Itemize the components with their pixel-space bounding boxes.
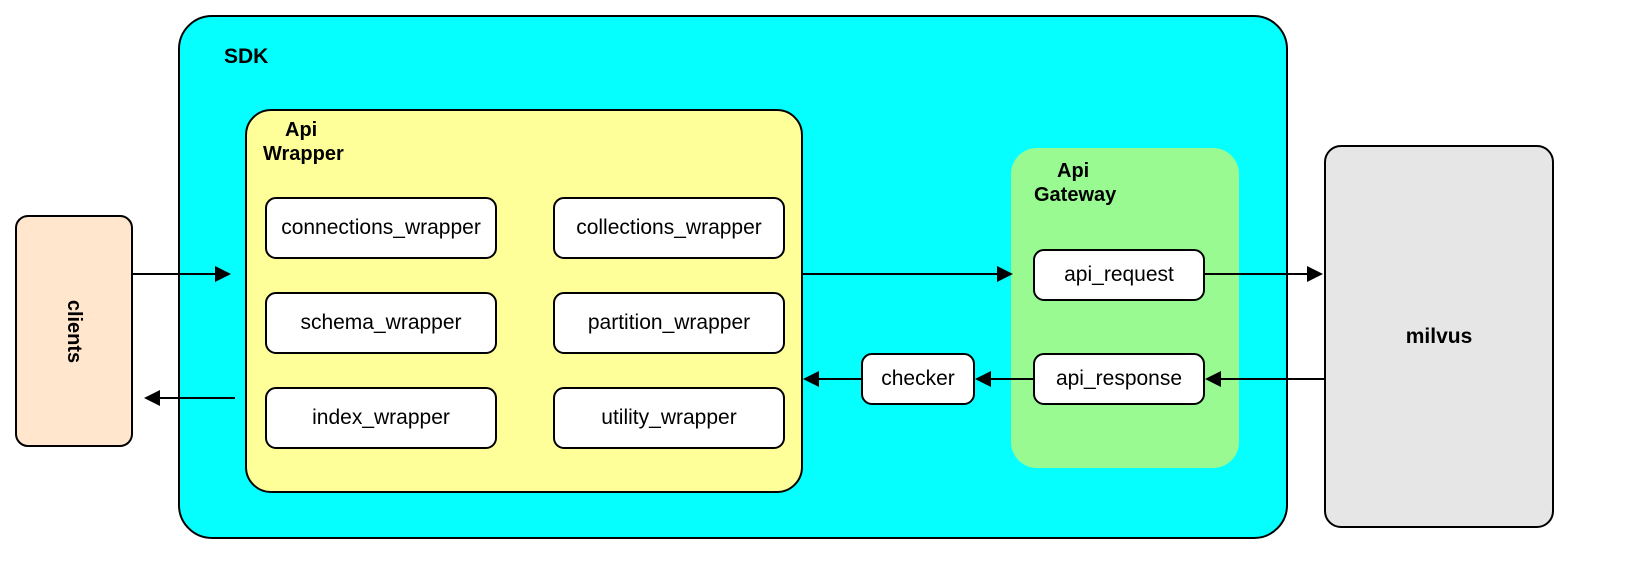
- edge-api-response-to-checker: [991, 378, 1033, 380]
- node-label: collections_wrapper: [576, 216, 762, 239]
- node-label: connections_wrapper: [281, 216, 481, 239]
- node-label: api_request: [1064, 263, 1174, 286]
- node-api-response[interactable]: api_response: [1033, 353, 1205, 405]
- edge-clients-to-api-wrapper: [133, 273, 217, 275]
- arrowhead-right-icon: [997, 266, 1013, 282]
- arrowhead-left-icon: [803, 371, 819, 387]
- node-api-request[interactable]: api_request: [1033, 249, 1205, 301]
- node-label: index_wrapper: [312, 406, 450, 429]
- node-checker[interactable]: checker: [861, 353, 975, 405]
- node-collections-wrapper[interactable]: collections_wrapper: [553, 197, 785, 259]
- api-wrapper-label-line2: Wrapper: [263, 142, 344, 165]
- edge-milvus-to-api-response: [1221, 378, 1324, 380]
- node-utility-wrapper[interactable]: utility_wrapper: [553, 387, 785, 449]
- node-schema-wrapper[interactable]: schema_wrapper: [265, 292, 497, 354]
- edge-api-request-to-milvus: [1205, 273, 1309, 275]
- edge-api-wrapper-to-api-request: [803, 273, 999, 275]
- edge-checker-to-api-wrapper: [819, 378, 861, 380]
- milvus-node: milvus: [1324, 145, 1554, 528]
- node-label: schema_wrapper: [300, 311, 462, 334]
- node-connections-wrapper[interactable]: connections_wrapper: [265, 197, 497, 259]
- api-wrapper-label-line1: Api: [285, 119, 318, 141]
- clients-node: clients: [15, 215, 133, 447]
- arrowhead-right-icon: [215, 266, 231, 282]
- arrowhead-left-icon: [1205, 371, 1221, 387]
- sdk-label: SDK: [224, 45, 269, 68]
- arrowhead-left-icon: [975, 371, 991, 387]
- node-partition-wrapper[interactable]: partition_wrapper: [553, 292, 785, 354]
- api-gateway-label-line2: Gateway: [1034, 183, 1117, 206]
- node-label: utility_wrapper: [601, 406, 737, 429]
- node-index-wrapper[interactable]: index_wrapper: [265, 387, 497, 449]
- arrowhead-right-icon: [1307, 266, 1323, 282]
- node-label: partition_wrapper: [587, 311, 751, 334]
- edge-api-wrapper-to-clients: [160, 397, 235, 399]
- node-label: checker: [881, 367, 955, 390]
- node-label: api_response: [1055, 367, 1183, 390]
- clients-label: clients: [63, 299, 86, 363]
- arrowhead-left-icon: [144, 390, 160, 406]
- milvus-label: milvus: [1405, 324, 1473, 348]
- api-gateway-label-line1: Api: [1057, 160, 1090, 182]
